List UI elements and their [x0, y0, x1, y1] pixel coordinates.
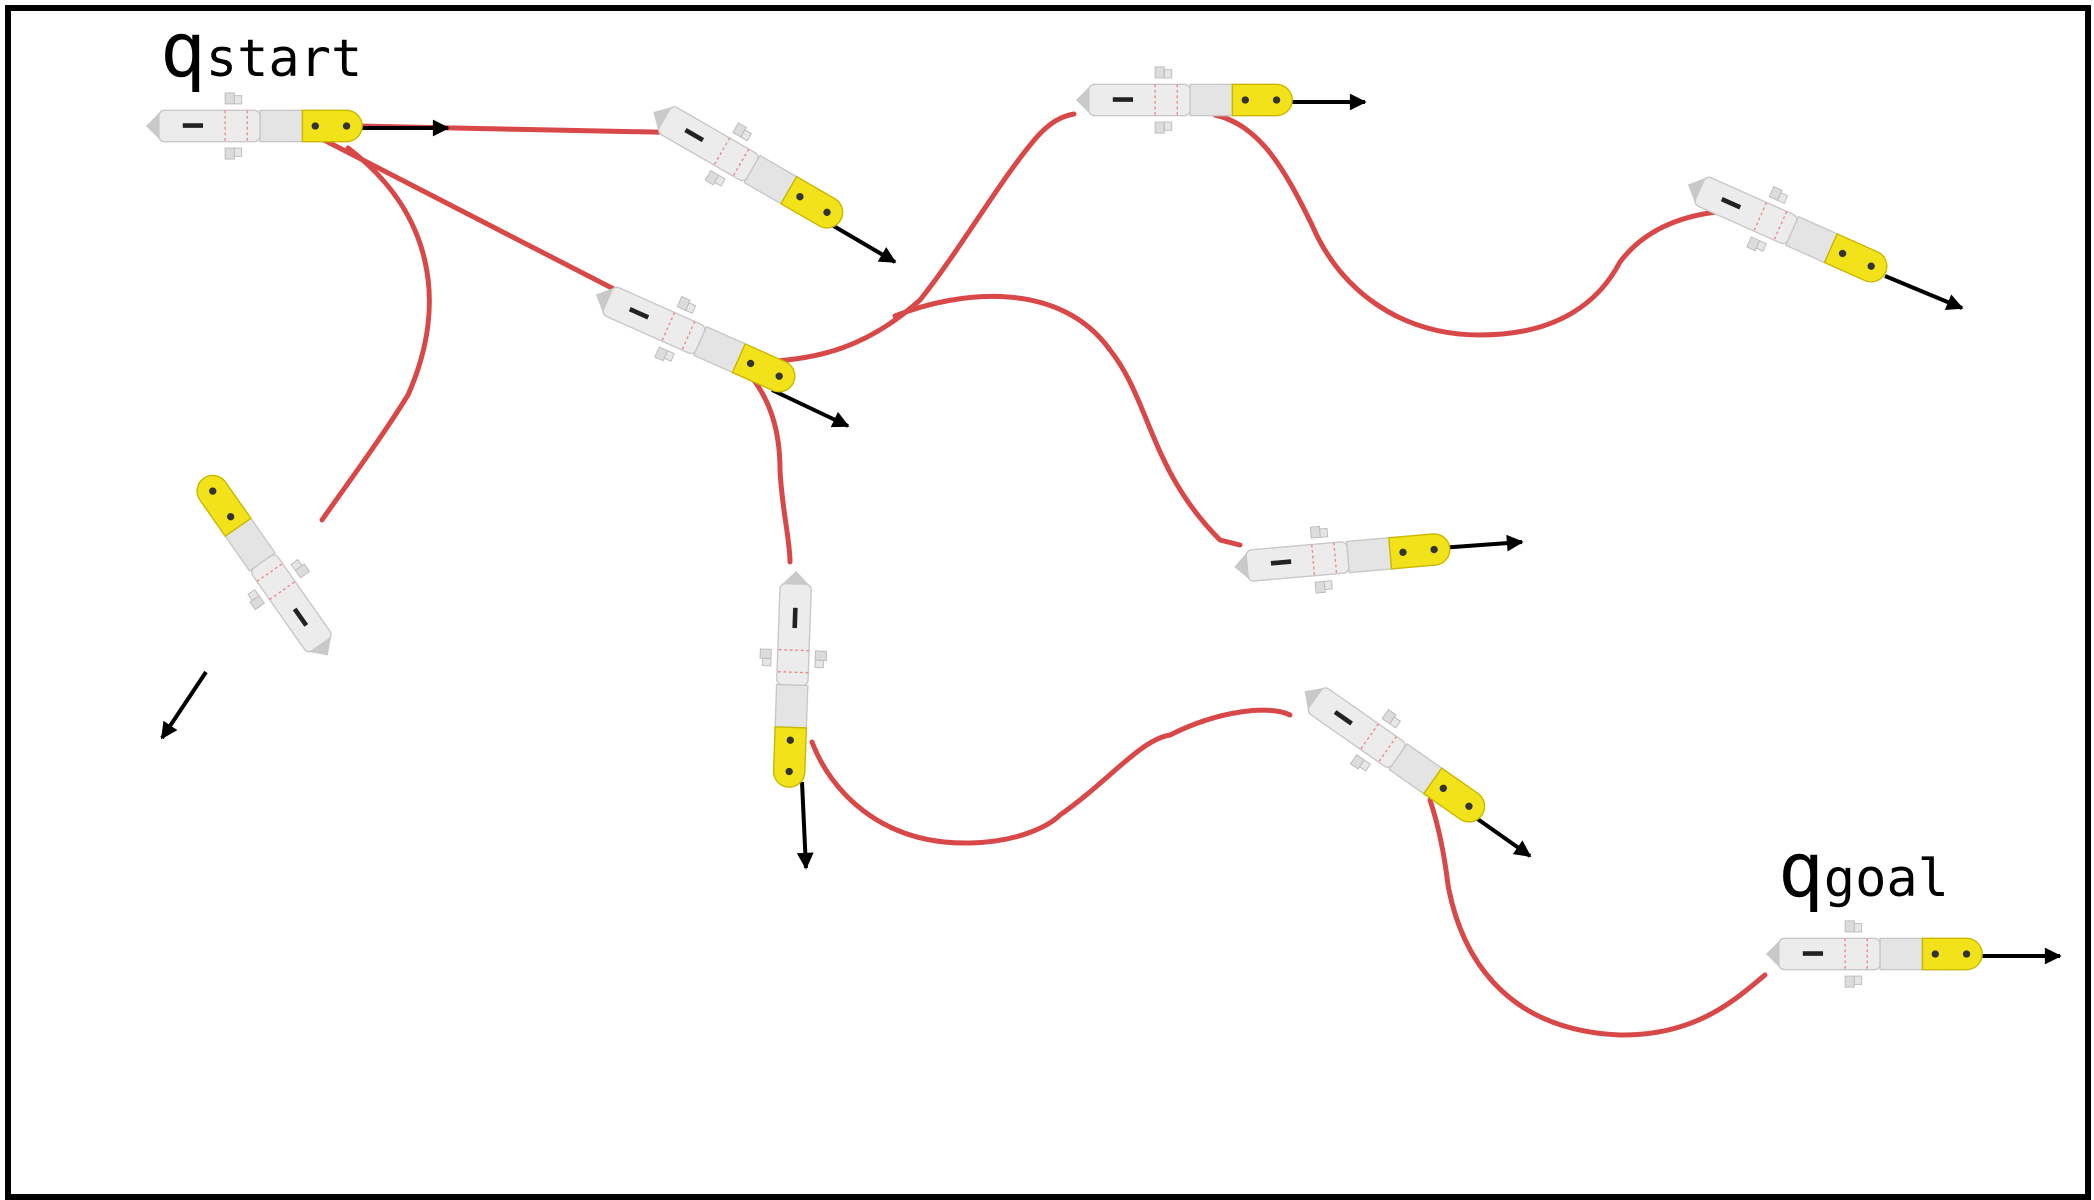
edge-top-mid-to-top-right: [1212, 112, 1753, 338]
arrow-center-down: [796, 781, 814, 870]
start-label-q: q: [160, 5, 206, 94]
path-edges: [305, 111, 1768, 1038]
edge-hub-arc-to-mid-right: [892, 293, 1243, 548]
robot-mid-right: [1230, 514, 1454, 601]
robot-top-branch-1: [636, 82, 858, 250]
arrow-mid-right: [1439, 534, 1524, 552]
edge-mid-hub-to-top-mid: [745, 111, 1077, 365]
diagram-frame: [5, 5, 2091, 1200]
edge-start-to-left-down: [319, 145, 432, 523]
robot-left-down: [175, 458, 356, 676]
robot-top-mid: [1075, 66, 1293, 134]
goal-label-q: q: [1778, 825, 1824, 914]
start-label: qstart: [160, 12, 362, 88]
arrow-top-right: [1884, 274, 1964, 310]
arrow-mid-hub: [771, 388, 850, 428]
robots: [145, 66, 1983, 988]
edge-mid-hub-to-center-down: [747, 372, 793, 565]
robot-lower-mid: [1284, 663, 1502, 844]
goal-label-sub: goal: [1823, 849, 1949, 909]
edge-center-down-to-lower-mid: [809, 707, 1293, 846]
arrow-left-down: [160, 670, 208, 740]
robot-start: [145, 92, 363, 160]
robot-top-right: [1673, 153, 1900, 304]
start-label-sub: start: [205, 29, 363, 89]
robot-goal: [1765, 920, 1983, 988]
edge-lower-mid-to-goal: [1427, 797, 1768, 1038]
goal-label: qgoal: [1778, 832, 1949, 908]
robot-mid-hub: [581, 263, 808, 414]
